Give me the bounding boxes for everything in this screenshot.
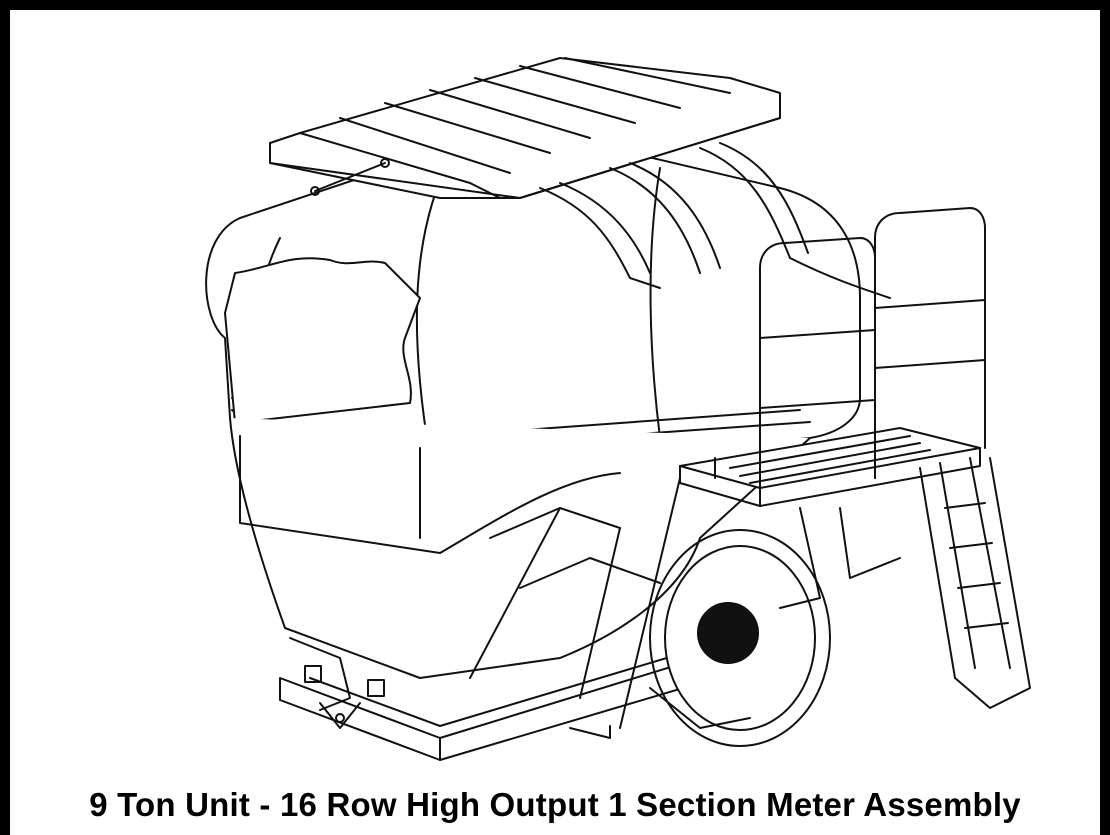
- roll-top-lid: [270, 58, 780, 198]
- tank-shell: [206, 139, 860, 471]
- equipment-line-drawing: [140, 38, 1060, 778]
- tank-hopper: [230, 418, 810, 728]
- support-frame: [470, 478, 900, 728]
- figure-caption: 9 Ton Unit - 16 Row High Output 1 Sectio…: [89, 786, 1021, 823]
- fan-housing: [650, 530, 830, 746]
- handrails: [760, 208, 985, 498]
- fill-tubes: [540, 143, 890, 298]
- access-ladder: [920, 458, 1030, 708]
